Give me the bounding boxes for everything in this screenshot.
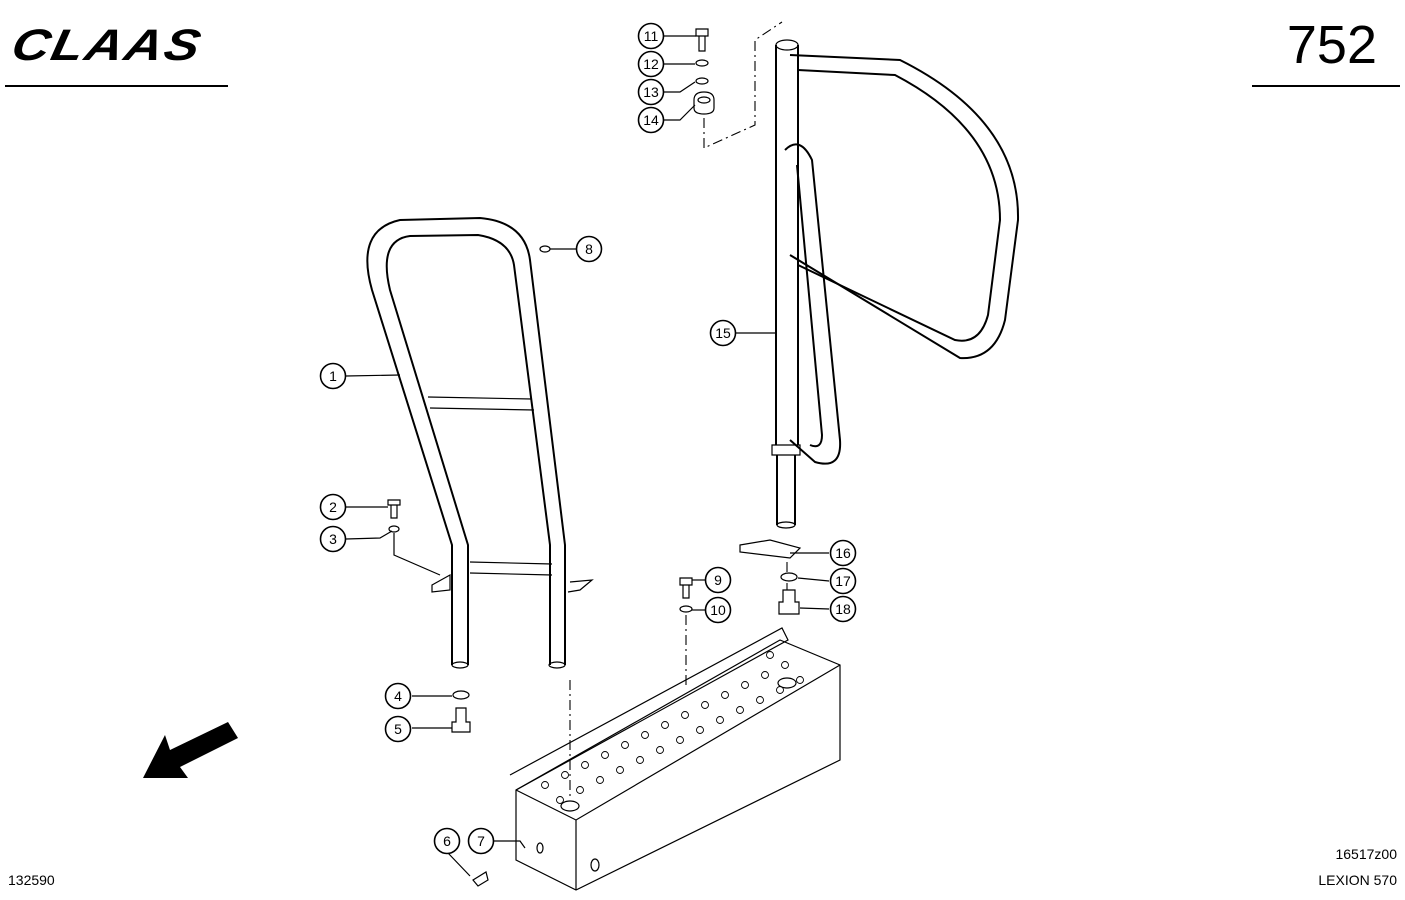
callout-label: 2 [329, 499, 337, 515]
callout-label: 18 [835, 601, 851, 617]
left-handrail [366, 216, 594, 669]
callout-1: 1 [319, 362, 347, 390]
callout-11: 11 [637, 22, 665, 50]
callout-label: 10 [710, 602, 726, 618]
assembly-lines [393, 21, 788, 800]
callout-label: 15 [715, 325, 731, 341]
model-name: LEXION 570 [1318, 872, 1397, 888]
callout-6: 6 [433, 827, 461, 855]
document-number: 132590 [8, 872, 55, 888]
drawing-number: 16517z00 [1335, 846, 1397, 862]
callout-label: 7 [477, 833, 485, 849]
callout-14: 14 [637, 106, 665, 134]
page-number-underline [1252, 85, 1400, 87]
callout-label: 4 [394, 688, 402, 704]
callout-4: 4 [384, 682, 412, 710]
callout-label: 5 [394, 721, 402, 737]
right-handrail [771, 39, 1020, 529]
callout-label: 9 [714, 572, 722, 588]
callout-5: 5 [384, 715, 412, 743]
direction-arrow [143, 722, 238, 778]
callout-label: 12 [643, 56, 659, 72]
callout-10: 10 [704, 596, 732, 624]
callout-label: 17 [835, 573, 851, 589]
callout-label: 8 [585, 241, 593, 257]
callout-label: 13 [643, 84, 659, 100]
callout-label: 6 [443, 833, 451, 849]
callout-16: 16 [829, 539, 857, 567]
callout-label: 11 [644, 28, 659, 44]
callout-label: 16 [835, 545, 851, 561]
callout-label: 3 [329, 531, 337, 547]
page-number: 752 [1286, 15, 1377, 75]
callout-15: 15 [709, 319, 737, 347]
callout-9: 9 [704, 566, 732, 594]
callout-label: 1 [329, 368, 337, 384]
callout-3: 3 [319, 525, 347, 553]
hardware [387, 28, 802, 887]
logo-underline [5, 85, 228, 87]
step-box [509, 627, 841, 891]
callout-17: 17 [829, 567, 857, 595]
callout-2: 2 [319, 493, 347, 521]
callout-label: 14 [643, 112, 659, 128]
callout-8: 8 [575, 235, 603, 263]
callout-18: 18 [829, 595, 857, 623]
callout-13: 13 [637, 78, 665, 106]
callout-12: 12 [637, 50, 665, 78]
callout-7: 7 [467, 827, 495, 855]
